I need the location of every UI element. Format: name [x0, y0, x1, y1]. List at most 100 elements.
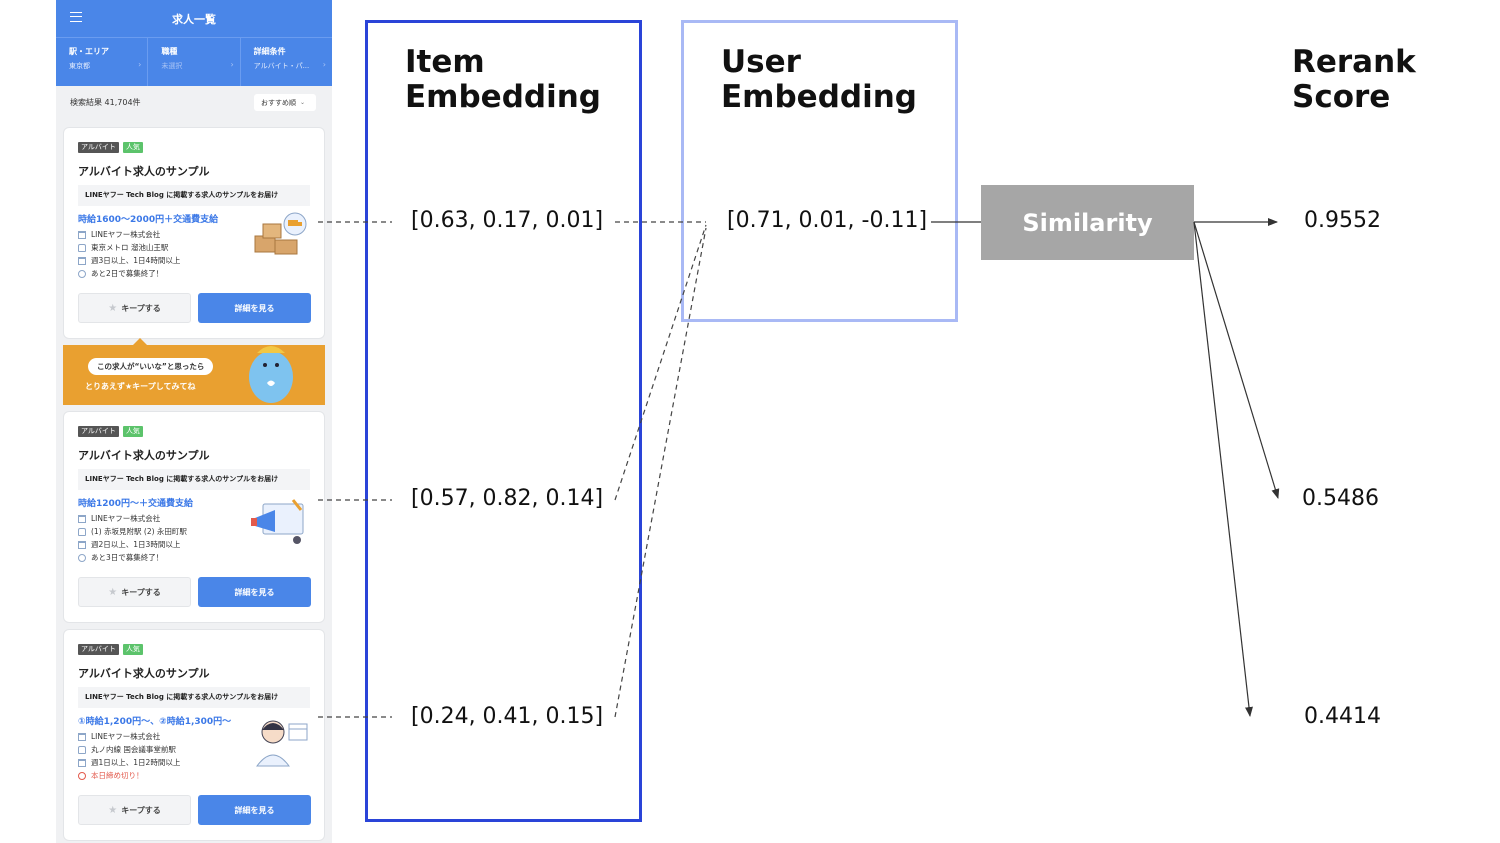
schedule-row: 週3日以上、1日4時間以上 — [78, 255, 180, 266]
station-name: 東京メトロ 溜池山王駅 — [91, 243, 169, 252]
filter-label: 職種 — [161, 47, 178, 56]
app-header: 求人一覧 — [56, 0, 332, 37]
job-card[interactable]: アルバイト 人気 アルバイト求人のサンプル LINEヤフー Tech Blog … — [63, 629, 325, 841]
mascot-illustration — [249, 346, 293, 403]
filter-job-type[interactable]: 職種 未選択 › — [148, 38, 241, 86]
keep-label: キープする — [121, 587, 161, 597]
keep-button[interactable]: ★キープする — [78, 577, 191, 607]
building-icon — [78, 732, 86, 741]
schedule-text: 週3日以上、1日4時間以上 — [91, 256, 181, 265]
deadline-row: あと2日で募集終了！ — [78, 268, 163, 279]
view-details-button[interactable]: 詳細を見る — [198, 293, 311, 323]
station-row: 丸ノ内線 国会議事堂前駅 — [78, 744, 176, 755]
item-vector-2: [0.57, 0.82, 0.14] — [411, 486, 604, 511]
filter-value: 東京都 — [69, 62, 90, 70]
view-details-button[interactable]: 詳細を見る — [198, 795, 311, 825]
station-name: 丸ノ内線 国会議事堂前駅 — [91, 745, 176, 754]
item-vector-3: [0.24, 0.41, 0.15] — [411, 704, 604, 729]
station-name: (1) 赤坂見附駅 (2) 永田町駅 — [91, 527, 187, 536]
keep-button[interactable]: ★キープする — [78, 293, 191, 323]
filter-value: 未選択 — [161, 62, 183, 70]
train-icon — [78, 243, 86, 252]
score-3: 0.4414 — [1304, 704, 1381, 729]
clock-icon — [78, 269, 86, 278]
calendar-icon — [78, 256, 86, 265]
job-description: LINEヤフー Tech Blog に掲載する求人のサンプルをお届け — [78, 185, 310, 206]
megaphone-illustration — [251, 499, 304, 544]
company-row: LINEヤフー株式会社 — [78, 513, 160, 524]
job-wage: ①時給1,200円〜、②時給1,300円〜 — [78, 717, 232, 727]
deadline-text: 本日締め切り！ — [91, 771, 144, 780]
user-embedding-title: User Embedding — [721, 44, 917, 115]
banner-pointer — [133, 338, 147, 345]
building-icon — [78, 230, 86, 239]
star-icon: ★ — [108, 302, 118, 314]
chevron-right-icon: › — [230, 60, 234, 69]
calendar-icon — [78, 540, 86, 549]
dashed-connector — [614, 224, 707, 501]
company-name: LINEヤフー株式会社 — [91, 230, 161, 239]
filter-area[interactable]: 駅・エリア 東京都 › — [56, 38, 149, 86]
score-2: 0.5486 — [1302, 486, 1379, 511]
company-name: LINEヤフー株式会社 — [91, 732, 161, 741]
hamburger-menu-icon[interactable] — [70, 12, 82, 22]
item-embedding-title: Item Embedding — [405, 44, 601, 115]
promo-text: とりあえず★キープしてみてね — [85, 382, 196, 391]
view-details-button[interactable]: 詳細を見る — [198, 577, 311, 607]
company-name: LINEヤフー株式会社 — [91, 514, 161, 523]
star-icon: ★ — [108, 804, 118, 816]
job-description: LINEヤフー Tech Blog に掲載する求人のサンプルをお届け — [78, 469, 310, 490]
filter-details[interactable]: 詳細条件 アルバイト・パ... › — [241, 38, 332, 86]
job-title: アルバイト求人のサンプル — [78, 165, 210, 178]
results-count: 検索結果 41,704件 — [70, 98, 141, 107]
item-vector-1: [0.63, 0.17, 0.01] — [411, 208, 604, 233]
item-embedding-box — [365, 20, 642, 822]
keep-promo-banner: この求人が“いいな”と思ったら とりあえず★キープしてみてね — [63, 338, 325, 405]
popular-badge: 人気 — [122, 426, 143, 437]
results-row: 検索結果 41,704件 おすすめ順 ⌄ — [56, 86, 332, 119]
schedule-row: 週2日以上、1日3時間以上 — [78, 539, 180, 550]
schedule-row: 週1日以上、1日2時間以上 — [78, 757, 180, 768]
chevron-right-icon: › — [138, 60, 142, 69]
job-description: LINEヤフー Tech Blog に掲載する求人のサンプルをお届け — [78, 687, 310, 708]
station-row: 東京メトロ 溜池山王駅 — [78, 242, 168, 253]
clock-icon — [78, 553, 86, 562]
deadline-row: あと3日で募集終了！ — [78, 552, 163, 563]
building-icon — [78, 514, 86, 523]
popular-badge: 人気 — [122, 142, 143, 153]
keep-button[interactable]: ★キープする — [78, 795, 191, 825]
filter-value: アルバイト・パ... — [253, 62, 310, 70]
job-title: アルバイト求人のサンプル — [78, 667, 210, 680]
chevron-right-icon: › — [322, 60, 326, 69]
type-badge: アルバイト — [78, 142, 119, 153]
job-wage: 時給1200円〜＋交通費支給 — [78, 499, 194, 509]
dashed-connector — [614, 227, 707, 718]
schedule-text: 週1日以上、1日2時間以上 — [91, 758, 181, 767]
star-icon: ★ — [108, 586, 118, 598]
station-row: (1) 赤坂見附駅 (2) 永田町駅 — [78, 526, 187, 537]
deadline-row: 本日締め切り！ — [78, 770, 144, 781]
job-card[interactable]: アルバイト 人気 アルバイト求人のサンプル LINEヤフー Tech Blog … — [63, 127, 325, 339]
chevron-down-icon: ⌄ — [300, 99, 306, 106]
popular-badge: 人気 — [122, 644, 143, 655]
arrow-score-2 — [1193, 221, 1280, 499]
user-vector: [0.71, 0.01, -0.11] — [727, 208, 928, 233]
clock-icon — [78, 771, 86, 780]
job-card[interactable]: アルバイト 人気 アルバイト求人のサンプル LINEヤフー Tech Blog … — [63, 411, 325, 623]
train-icon — [78, 527, 86, 536]
call-operator-illustration — [256, 720, 308, 767]
company-row: LINEヤフー株式会社 — [78, 229, 160, 240]
arrow-score-3 — [1193, 221, 1253, 717]
user-embedding-box — [681, 20, 958, 322]
schedule-text: 週2日以上、1日3時間以上 — [91, 540, 181, 549]
company-row: LINEヤフー株式会社 — [78, 731, 160, 742]
type-badge: アルバイト — [78, 644, 119, 655]
deadline-text: あと3日で募集終了！ — [91, 553, 164, 562]
page-title: 求人一覧 — [172, 13, 216, 26]
keep-label: キープする — [121, 303, 161, 313]
filter-label: 駅・エリア — [69, 47, 109, 56]
sort-label: おすすめ順 — [261, 98, 296, 107]
train-icon — [78, 745, 86, 754]
sort-dropdown[interactable]: おすすめ順 ⌄ — [254, 94, 316, 111]
job-list-screenshot: 求人一覧 駅・エリア 東京都 › 職種 未選択 › 詳細条件 アルバイト・パ..… — [56, 0, 332, 843]
